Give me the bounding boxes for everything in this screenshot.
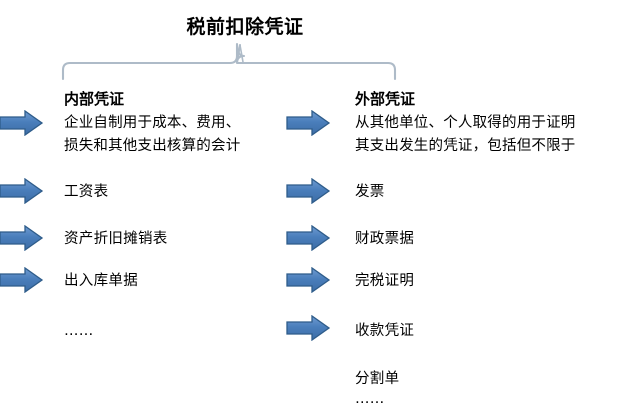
internal-description-line-2: 损失和其他支出核算的会计	[64, 138, 241, 154]
external-ellipsis: ……	[355, 391, 385, 407]
right-arrow-icon	[285, 178, 331, 204]
right-arrow-icon	[0, 178, 44, 204]
right-arrow-icon	[0, 267, 44, 293]
external-description: 从其他单位、个人取得的用于证明 其支出发生的凭证，包括但不限于	[355, 112, 605, 158]
right-arrow-icon	[285, 315, 331, 341]
external-item-4: 分割单	[355, 371, 400, 387]
right-arrow-icon	[0, 225, 44, 251]
external-description-line-1: 从其他单位、个人取得的用于证明	[355, 115, 576, 131]
right-arrow-icon	[285, 267, 331, 293]
external-description-line-2: 其支出发生的凭证，包括但不限于	[355, 138, 576, 154]
curly-brace	[61, 42, 397, 81]
external-item-1: 财政票据	[355, 231, 415, 247]
internal-item-2: 出入库单据	[64, 273, 138, 289]
internal-item-1: 资产折旧摊销表	[64, 231, 168, 247]
right-arrow-icon	[0, 110, 44, 136]
external-heading: 外部凭证	[355, 90, 416, 108]
internal-description: 企业自制用于成本、费用、 损失和其他支出核算的会计	[64, 112, 274, 158]
external-item-3: 收款凭证	[355, 323, 415, 339]
internal-description-line-1: 企业自制用于成本、费用、	[64, 115, 241, 131]
right-arrow-icon	[285, 110, 331, 136]
right-arrow-icon	[285, 225, 331, 251]
internal-heading: 内部凭证	[64, 90, 125, 108]
external-item-2: 完税证明	[355, 273, 415, 289]
diagram-title: 税前扣除凭证	[186, 16, 304, 38]
external-item-0: 发票	[355, 184, 385, 200]
internal-item-0: 工资表	[64, 184, 109, 200]
internal-ellipsis: ……	[64, 323, 94, 339]
